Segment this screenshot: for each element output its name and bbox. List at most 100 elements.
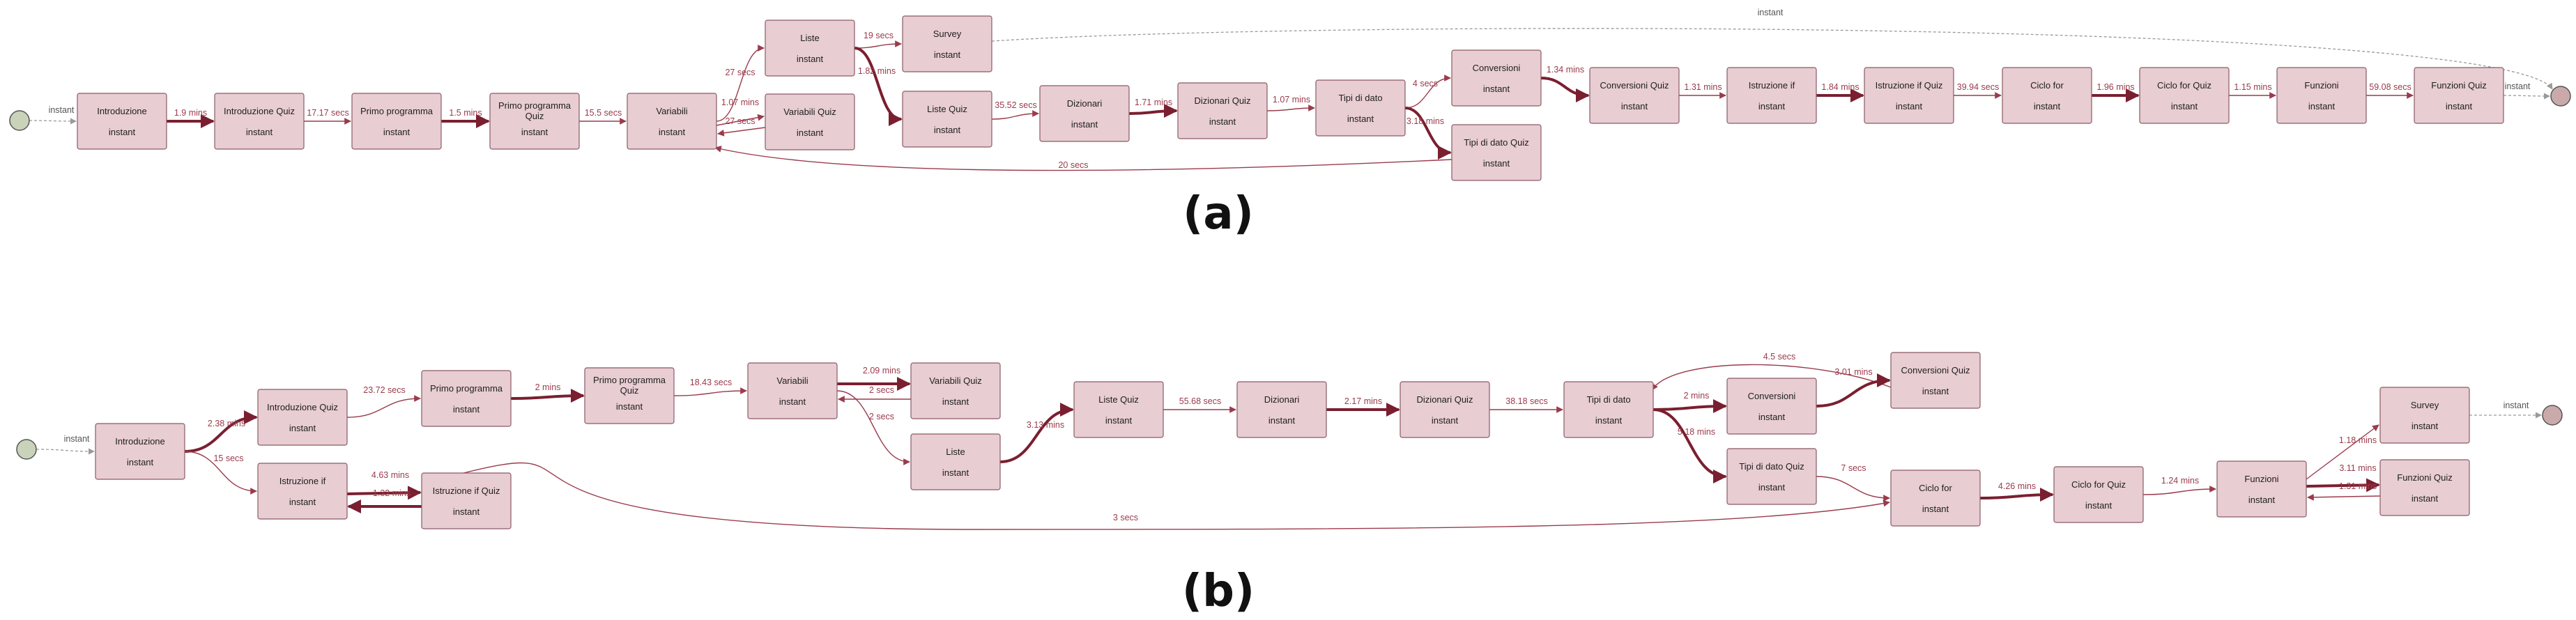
edge-label: 5.18 mins [1678, 427, 1715, 437]
edge-istruzioneif-to-istruzioneifquiz [346, 486, 422, 500]
activity-duration: instant [127, 457, 154, 467]
edge-label: 23.72 secs [363, 385, 405, 395]
edge-tipi-to-conversioni [1653, 399, 1727, 414]
activity-title: Ciclo for Quiz [2071, 479, 2126, 490]
edge-label: instant [2504, 401, 2529, 410]
edge-label: 3.01 mins [1834, 367, 1872, 377]
edge-funzioniquiz-to-funzioni [2307, 493, 2381, 501]
activity-title: Tipi di dato [1586, 394, 1630, 405]
edge-intro-to-istruzioneif [184, 451, 257, 495]
activity-box [351, 93, 442, 150]
edge-liste-to-listequiz [854, 47, 903, 126]
edge-label: 1.96 mins [2096, 82, 2134, 92]
activity-duration: instant [1071, 119, 1098, 130]
activity-duration: instant [942, 467, 969, 478]
edge-label: 35.52 secs [995, 100, 1036, 110]
activity-box [95, 423, 185, 480]
activity-box [2002, 67, 2092, 124]
activity-box [902, 91, 992, 148]
edge-label: instant [49, 105, 75, 115]
activity-title: Funzioni [2304, 80, 2338, 91]
activity-duration: instant [1432, 415, 1459, 426]
edge-tipi-to-tipiquiz [1653, 408, 1727, 483]
activity-box [1315, 79, 1406, 137]
edge-variabili-to-liste [836, 390, 910, 465]
activity-title: Ciclo for [1919, 483, 1952, 493]
edge-label: 1.5 mins [449, 108, 482, 118]
edge-label: 1.07 mins [721, 98, 759, 107]
activity-duration: instant [2034, 101, 2061, 111]
edge-label: 59.08 secs [2369, 82, 2411, 92]
activity-duration: instant [2412, 421, 2439, 431]
activity-title: Survey [2411, 400, 2439, 410]
edge-label: 1.84 mins [1821, 82, 1859, 92]
edge-start-to-intro [36, 448, 95, 455]
activity-title: Liste [946, 447, 965, 457]
activity-box [1890, 470, 1981, 527]
edge-dizionari-to-dizionariquiz [1128, 104, 1178, 118]
activity-node-variabili: Variabili instant [627, 93, 717, 150]
activity-duration: instant [934, 125, 961, 135]
activity-box [1451, 124, 1542, 181]
activity-box [2379, 387, 2470, 444]
activity-box [627, 93, 717, 150]
activity-title: Tipi di dato Quiz [1464, 137, 1528, 148]
edge-intro-to-introquiz [184, 410, 258, 453]
edge-label: 4.5 secs [1763, 352, 1796, 362]
activity-duration: instant [289, 497, 316, 507]
activity-title: Survey [933, 29, 962, 39]
edge-label: 1.32 mins [373, 488, 411, 498]
activity-node-ciclofor: Ciclo for instant [1890, 470, 1981, 527]
edge-label: 27 secs [725, 116, 755, 126]
activity-box [77, 93, 167, 150]
edge-label: 19 secs [864, 31, 894, 40]
activity-box [2216, 460, 2307, 518]
panel-label: (b) [1182, 566, 1255, 617]
activity-box [214, 93, 305, 150]
activity-title: Tipi di dato Quiz [1739, 461, 1804, 472]
activity-title: Primo programma [430, 383, 503, 394]
activity-duration: instant [1922, 504, 1949, 514]
activity-duration: instant [797, 127, 824, 138]
activity-box [257, 389, 348, 446]
edge-label: 4.26 mins [1998, 481, 2036, 491]
activity-duration: instant [659, 127, 686, 137]
activity-title: Variabili [656, 106, 687, 116]
activity-box [2139, 67, 2230, 124]
activity-title: Dizionari [1264, 394, 1300, 405]
activity-box [1073, 381, 1164, 438]
activity-title: Introduzione Quiz [267, 402, 338, 412]
activity-duration: instant [1483, 158, 1510, 169]
activity-box [2053, 466, 2144, 523]
activity-box [1589, 67, 1680, 124]
edge-variabili-to-variabiliquiz [716, 114, 765, 126]
end-node [2542, 405, 2563, 426]
activity-duration: instant [934, 49, 961, 60]
activity-title: Conversioni Quiz [1901, 365, 1970, 375]
activity-box [2414, 67, 2504, 124]
edge-tipiquiz-to-variabili [714, 146, 1452, 171]
activity-box [257, 463, 348, 520]
edge-label: 2.09 mins [863, 366, 900, 375]
activity-title: Funzioni Quiz [2397, 472, 2452, 483]
activity-box [1451, 49, 1542, 107]
activity-title: Funzioni [2244, 474, 2278, 484]
activity-title: Liste Quiz [927, 104, 967, 114]
edge-label: 2 secs [869, 412, 894, 421]
edge-label: 3.11 mins [2339, 463, 2376, 473]
edge-label: 1.34 mins [1547, 65, 1584, 75]
activity-title: Introduzione Quiz [224, 106, 295, 116]
activity-node-survey: Survey instant [902, 15, 992, 72]
edge-label: 4.63 mins [371, 470, 409, 480]
